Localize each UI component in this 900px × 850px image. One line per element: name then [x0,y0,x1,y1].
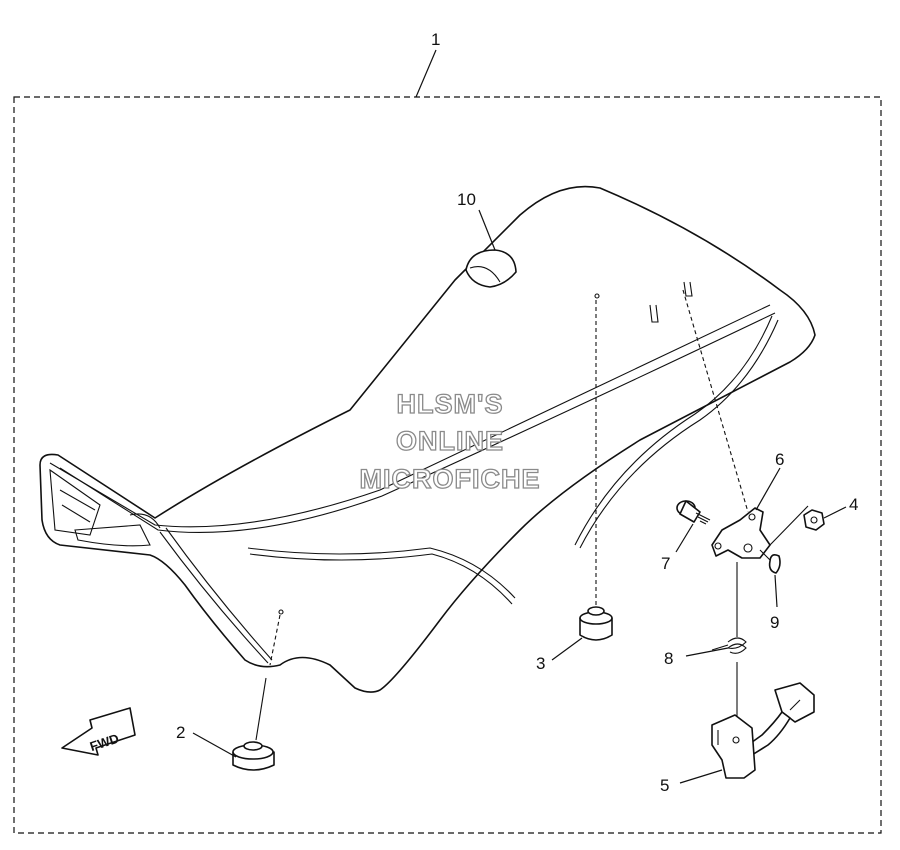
callout-7: 7 [661,554,670,573]
callout-6-leader [755,467,781,511]
callout-2-leader [192,732,237,758]
watermark-line-3: MICROFICHE [360,464,541,494]
callout-7-leader [675,523,694,553]
watermark: HLSM'S ONLINE MICROFICHE [359,388,541,494]
bolt-7 [676,500,711,525]
callout-4-leader [823,506,847,519]
forward-direction-arrow: FWD [61,707,136,756]
circlip-9 [768,554,781,574]
callout-4: 4 [849,495,858,514]
callout-9-leader [774,574,778,608]
callout-6: 6 [775,450,784,469]
callout-5-leader [679,769,723,784]
callout-8: 8 [664,649,673,668]
callout-1-leader [415,49,437,98]
callout-10-leader [478,209,496,251]
callout-2: 2 [176,723,185,742]
watermark-line-1: HLSM'S [397,389,504,419]
callout-5: 5 [660,776,669,795]
damper-2 [232,741,275,771]
assembly-boundary [13,96,882,834]
callout-9: 9 [770,613,779,632]
seat-lock-lever-5 [711,682,815,779]
nut-4 [803,509,825,531]
callout-10: 10 [457,190,476,209]
damper-3 [579,606,613,641]
callout-1: 1 [431,30,440,49]
callout-8-leader [685,647,729,657]
callout-3: 3 [536,654,545,673]
spring-8 [711,637,747,654]
callout-3-leader [551,637,583,661]
watermark-line-2: ONLINE [396,426,504,456]
seat-hinge-bracket-6 [711,507,771,559]
seat [39,185,816,693]
